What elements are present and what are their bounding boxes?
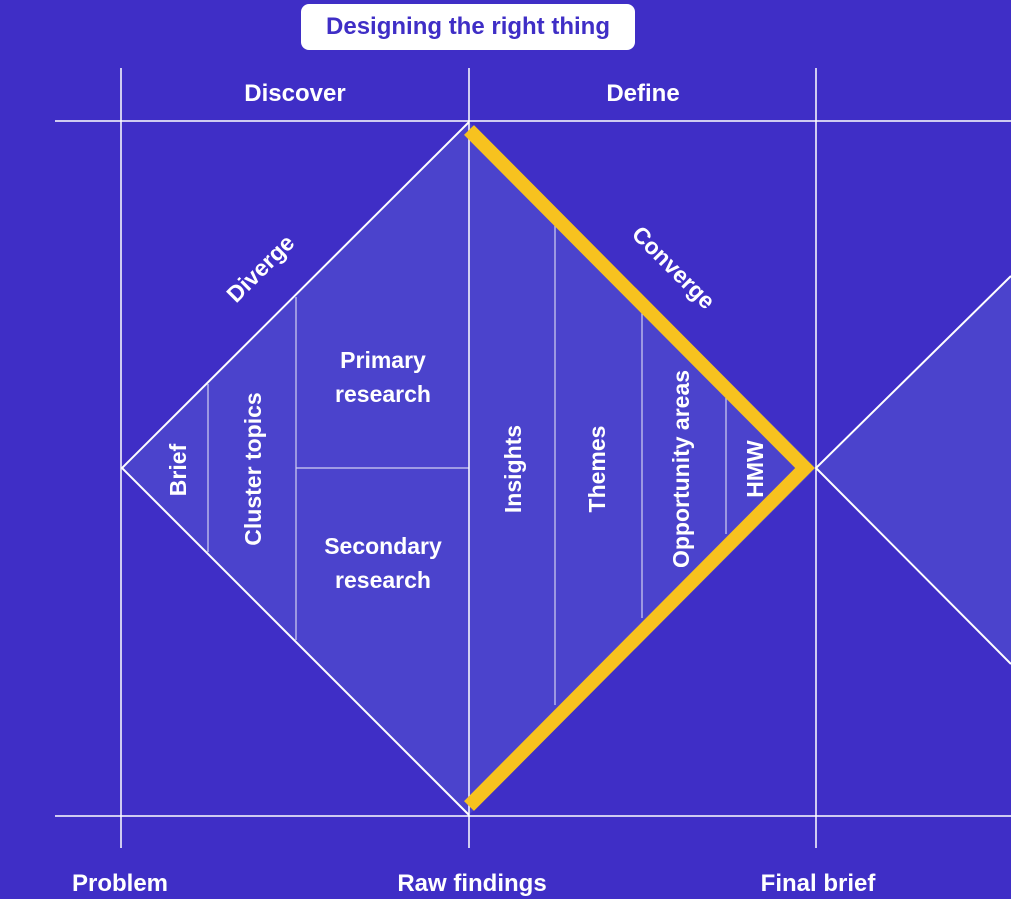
milestone-final-brief: Final brief xyxy=(761,870,877,897)
cluster-topics-label: Cluster topics xyxy=(240,392,266,545)
primary-research-label-line1: Primary xyxy=(340,347,426,373)
discover-dividers xyxy=(207,297,469,640)
themes-label: Themes xyxy=(584,426,610,513)
milestone-raw-findings: Raw findings xyxy=(397,870,546,897)
secondary-research-label-line1: Secondary xyxy=(324,533,442,559)
primary-research-label-line2: research xyxy=(335,381,431,407)
discover-outline xyxy=(120,121,470,816)
next-diamond xyxy=(816,276,1011,664)
phase-discover: Discover xyxy=(244,80,345,107)
phase-define: Define xyxy=(606,80,679,107)
define-dividers xyxy=(554,208,727,705)
insights-label: Insights xyxy=(500,425,526,513)
secondary-research-label-line2: research xyxy=(335,567,431,593)
grid-lines xyxy=(55,68,1011,848)
hmw-label: HMW xyxy=(742,440,768,498)
next-outline xyxy=(814,275,1011,665)
diamond-outlines xyxy=(120,121,1011,816)
converge-highlight xyxy=(464,125,815,811)
milestone-problem: Problem xyxy=(72,870,168,897)
opportunity-areas-label: Opportunity areas xyxy=(668,370,694,568)
diagram-title: Designing the right thing xyxy=(301,4,635,50)
brief-label: Brief xyxy=(165,443,191,496)
diverge-label: Diverge xyxy=(221,229,299,307)
